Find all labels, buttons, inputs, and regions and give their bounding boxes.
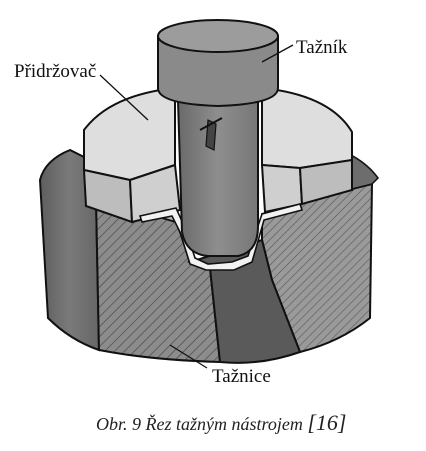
caption-reference: [16] xyxy=(307,410,347,435)
label-blank-holder: Přidržovač xyxy=(14,61,97,82)
punch-shank xyxy=(176,99,259,257)
label-die: Tažnice xyxy=(212,366,271,387)
caption-text: Obr. 9 Řez tažným nástrojem xyxy=(96,414,303,434)
blank-holder-part xyxy=(82,86,353,224)
blank-holder-section-left xyxy=(128,163,182,224)
leader-blank-holder xyxy=(99,74,149,121)
figure-caption: Obr. 9 Řez tažným nástrojem [16] xyxy=(96,410,346,436)
punch-head-top xyxy=(157,19,279,53)
leader-punch xyxy=(261,44,294,63)
leader-die xyxy=(169,344,208,369)
drawn-sheet xyxy=(138,203,304,271)
punch-part xyxy=(157,19,279,257)
label-punch: Tažník xyxy=(296,37,348,58)
punch-head xyxy=(157,35,279,108)
